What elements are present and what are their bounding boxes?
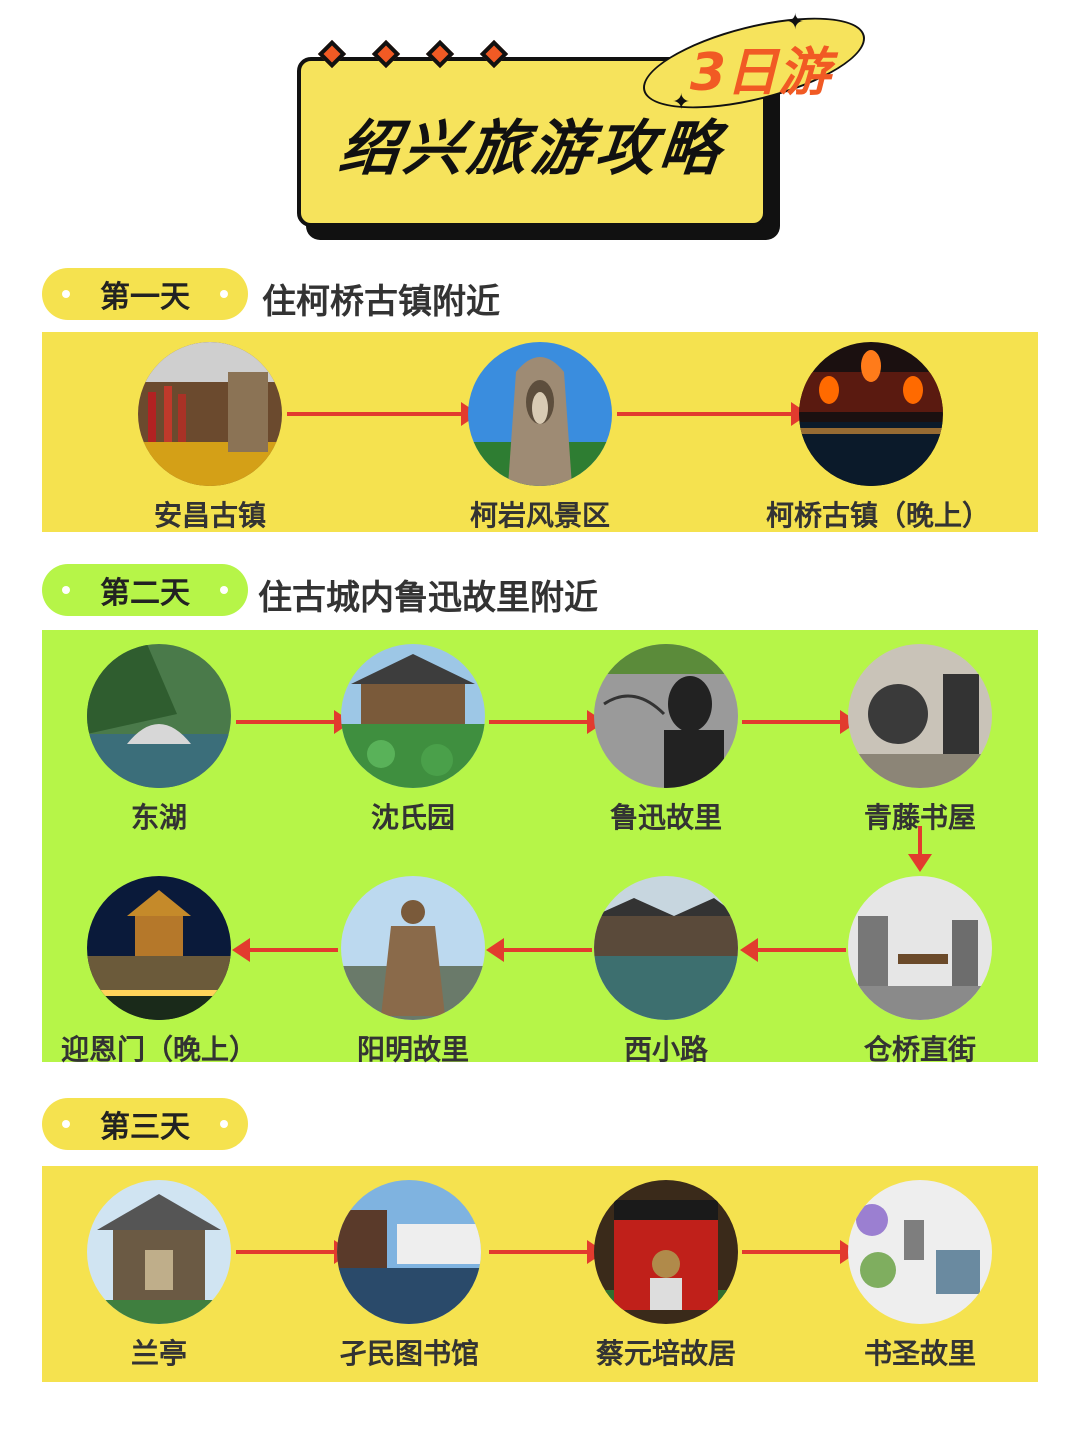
day-2-panel: 东湖 沈氏园 鲁迅故里 bbox=[42, 630, 1038, 1066]
stop-label: 东湖 bbox=[130, 801, 187, 834]
stop-photo bbox=[799, 342, 943, 486]
day-3-panel: 兰亭 孑民图书馆 蔡元培故居 bbox=[42, 1166, 1038, 1382]
stop-photo bbox=[341, 876, 485, 1020]
stop-card[interactable]: 阳明故里 bbox=[308, 876, 518, 1068]
stop-photo bbox=[594, 1180, 738, 1324]
stop-card[interactable]: 鲁迅故里 bbox=[561, 644, 771, 836]
sparkle-icon: ✦ bbox=[672, 90, 691, 115]
stop-photo bbox=[594, 876, 738, 1020]
stop-label: 兰亭 bbox=[130, 1337, 187, 1370]
stop-card[interactable]: 蔡元培故居 bbox=[561, 1180, 771, 1372]
stop-photo bbox=[138, 342, 282, 486]
stop-card[interactable]: 书圣故里 bbox=[815, 1180, 1025, 1372]
day-1-panel: 安昌古镇 柯岩风景区 柯桥古镇（晚上 bbox=[42, 332, 1038, 532]
arrow-left bbox=[740, 938, 846, 962]
stop-label: 鲁迅故里 bbox=[609, 801, 722, 834]
stop-card[interactable]: 柯桥古镇（晚上） bbox=[766, 342, 991, 534]
stop-photo bbox=[468, 342, 612, 486]
day-1-label: 第一天 bbox=[42, 268, 248, 320]
day-1-note: 住柯桥古镇附近 bbox=[262, 282, 500, 322]
stop-card[interactable]: 迎恩门（晚上） bbox=[54, 876, 264, 1068]
stop-label: 迎恩门（晚上） bbox=[60, 1033, 257, 1066]
stop-card[interactable]: 兰亭 bbox=[54, 1180, 264, 1372]
dot-icon bbox=[220, 1120, 228, 1128]
stop-label: 沈氏园 bbox=[370, 801, 455, 834]
stop-label: 书圣故里 bbox=[863, 1337, 976, 1370]
stop-photo bbox=[848, 876, 992, 1020]
stop-card[interactable]: 安昌古镇 bbox=[105, 342, 315, 534]
sparkle-icon: ✦ bbox=[786, 10, 805, 35]
stop-card[interactable]: 东湖 bbox=[54, 644, 264, 836]
dot-icon bbox=[62, 586, 70, 594]
stop-card[interactable]: 青藤书屋 bbox=[815, 644, 1025, 836]
day-2-label: 第二天 bbox=[42, 564, 248, 616]
dot-icon bbox=[220, 586, 228, 594]
day-2-note: 住古城内鲁迅故里附近 bbox=[258, 578, 598, 618]
stop-label: 阳明故里 bbox=[356, 1033, 469, 1066]
stop-label: 柯桥古镇（晚上） bbox=[766, 499, 991, 532]
dot-icon bbox=[62, 290, 70, 298]
stop-label: 安昌古镇 bbox=[153, 499, 266, 532]
stop-photo bbox=[594, 644, 738, 788]
arrow-left bbox=[486, 938, 592, 962]
day-1-label-text: 第一天 bbox=[100, 280, 190, 315]
stop-card[interactable]: 仓桥直街 bbox=[815, 876, 1025, 1068]
stop-card[interactable]: 柯岩风景区 bbox=[435, 342, 645, 534]
stop-label: 孑民图书馆 bbox=[338, 1337, 479, 1370]
stop-photo bbox=[337, 1180, 481, 1324]
page-title: 绍兴旅游攻略 bbox=[335, 114, 728, 184]
day-2-label-text: 第二天 bbox=[100, 576, 190, 611]
subtitle-text: 3日游 bbox=[689, 43, 831, 103]
stop-label: 蔡元培故居 bbox=[595, 1337, 736, 1370]
stop-label: 柯岩风景区 bbox=[469, 499, 610, 532]
stop-label: 西小路 bbox=[623, 1033, 708, 1066]
stop-photo bbox=[87, 644, 231, 788]
stop-card[interactable]: 孑民图书馆 bbox=[304, 1180, 514, 1372]
stop-photo bbox=[87, 876, 231, 1020]
arrow-left bbox=[232, 938, 338, 962]
stop-photo bbox=[87, 1180, 231, 1324]
dot-icon bbox=[62, 1120, 70, 1128]
stop-photo bbox=[341, 644, 485, 788]
dot-icon bbox=[220, 290, 228, 298]
stop-card[interactable]: 西小路 bbox=[561, 876, 771, 1068]
arrow-down bbox=[908, 826, 932, 872]
stop-label: 仓桥直街 bbox=[863, 1033, 976, 1066]
stop-photo bbox=[848, 1180, 992, 1324]
stop-card[interactable]: 沈氏园 bbox=[308, 644, 518, 836]
stop-photo bbox=[848, 644, 992, 788]
day-3-label: 第三天 bbox=[42, 1098, 248, 1150]
day-3-label-text: 第三天 bbox=[100, 1110, 190, 1145]
